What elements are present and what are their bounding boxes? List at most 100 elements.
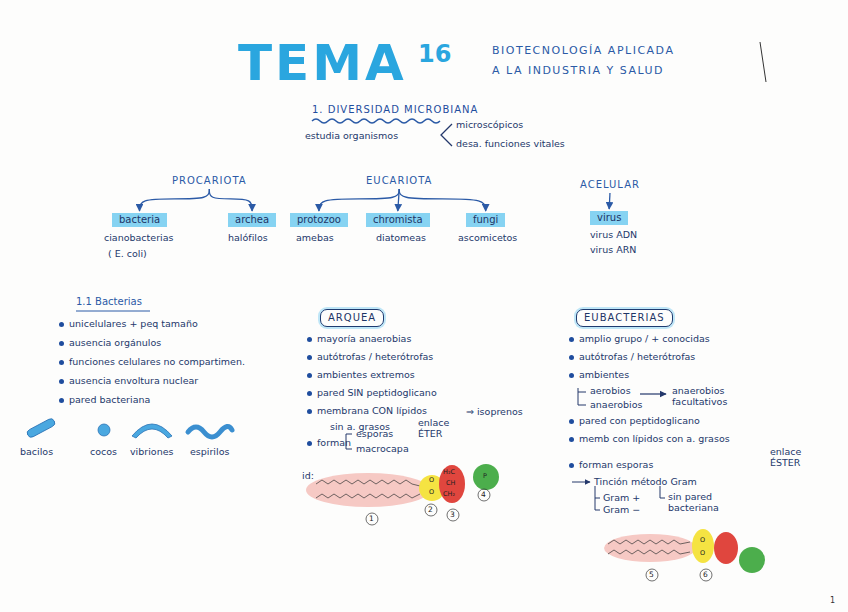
bullet-item: amplio grupo / + conocidas [568,333,710,344]
note: ⇒ isoprenos [466,406,523,417]
underline [76,311,150,312]
callout-number: 3 [450,510,455,519]
bullet-item: membrana CON lípidos [306,405,427,416]
connector [319,189,399,211]
chem-symbol: CH [446,480,455,488]
node-label: chromista [373,214,423,225]
connector [209,189,252,211]
shape-name: vibriones [130,446,173,457]
bullet-item: mayoría anaerobias [306,333,411,344]
note: microscópicos [456,119,523,130]
group-band: protozoo [290,213,348,227]
note: sin pared bacteriana [668,491,744,514]
group-band: chromista [366,213,430,227]
pen-stroke [760,42,766,82]
bullet-item: funciones celulares no compartimen. [58,356,245,367]
node-label: EUCARIOTA [366,175,432,186]
example: virus ARN [590,244,636,255]
node-label: protozoo [297,214,341,225]
callout-number: 4 [481,490,486,499]
page-number: 1 [830,596,835,606]
chem-symbol: H₂C [443,469,455,477]
chem-symbol: CH₂ [443,491,455,499]
bullet-item: memb con lípidos con a. grasos [568,433,730,444]
group-band: virus [590,211,628,225]
node-label: EUBACTERIAS [584,312,665,323]
section-box: ARQUEA [320,309,384,327]
note: macrocapa [356,443,409,454]
note: esporas [356,428,393,439]
category: ACELULAR [580,179,640,191]
chem-symbol: O [700,550,705,558]
bullet-item: unicelulares + peq tamaño [58,318,198,329]
chem-symbol: O [429,489,434,497]
example: halófilos [228,232,268,243]
category: PROCARIOTA [172,175,247,187]
example: ascomicetos [458,232,517,243]
chem-symbol: O [700,537,705,545]
shape-name: cocos [90,446,117,457]
bullet-item: pared con peptidoglicano [568,415,700,426]
bracket [441,124,452,146]
connector [399,189,485,211]
note: estudia organismos [305,130,398,141]
node-label: archea [235,214,269,225]
group-band: fungi [466,213,505,227]
example: amebas [296,232,334,243]
bullet-item: pared bacteriana [58,394,150,405]
bullet-item: ausencia orgánulos [58,337,161,348]
subsection-heading: 1.1 Bacterias [76,296,142,308]
callout-number: 2 [428,505,433,514]
wavy-underline [312,119,440,123]
arrow [640,393,666,394]
lipid-eubacteria [604,529,765,581]
note: Gram + [603,492,640,503]
note: id: [302,470,314,481]
group-band: archea [228,213,276,227]
bullet-item: autótrofas / heterótrofas [306,351,433,362]
connector [609,193,611,209]
category: EUCARIOTA [366,175,432,187]
shape-name: espirilos [190,446,229,457]
note: Tinción método Gram [594,476,697,487]
page-title: TEMA [238,38,407,88]
chem-symbol: O [429,477,434,485]
example: diatomeas [376,232,426,243]
chem-symbol: P [483,473,487,481]
connector [140,189,210,211]
tree-stroke [578,388,586,405]
section-box: EUBACTERIAS [576,309,673,327]
arrow [572,482,590,483]
section-heading: 1. DIVERSIDAD MICROBIANA [312,104,478,116]
note: desa. funciones vitales [456,138,565,149]
shape-name: bacilos [20,446,53,457]
note: aerobios [590,385,631,396]
node-label: ARQUEA [328,312,376,323]
example: cianobacterias [104,232,173,243]
node-label: virus [597,212,621,223]
node-label: bacteria [119,214,160,225]
node-label: fungi [473,214,498,225]
bullet-item: forman esporas [568,459,653,470]
lipid-archea [306,464,499,525]
title-number: 16 [418,40,451,69]
callout-number: 6 [703,570,708,579]
callout-number: 5 [649,570,654,579]
example: ( E. coli) [108,248,147,259]
bullet-item: ausencia envoltura nuclear [58,375,198,386]
bullet-item: autótrofas / heterótrofas [568,351,695,362]
note: enlace ÉTER [418,417,460,440]
bullet-item: forman [306,437,351,448]
example: virus ADN [590,229,637,240]
node-label: PROCARIOTA [172,175,247,186]
callout-number: 1 [369,514,374,523]
note: enlace ÉSTER [770,446,814,469]
note: Gram − [603,504,640,515]
bullet-item: ambientes [568,369,629,380]
subtitle: BIOTECNOLOGÍA APLICADA [492,44,674,57]
note: anaerobios facultativos [672,385,752,408]
node-label: ACELULAR [580,179,640,190]
bullet-item: pared SIN peptidoglicano [306,387,437,398]
group-band: bacteria [112,213,167,227]
bacteria-shapes [26,417,232,438]
